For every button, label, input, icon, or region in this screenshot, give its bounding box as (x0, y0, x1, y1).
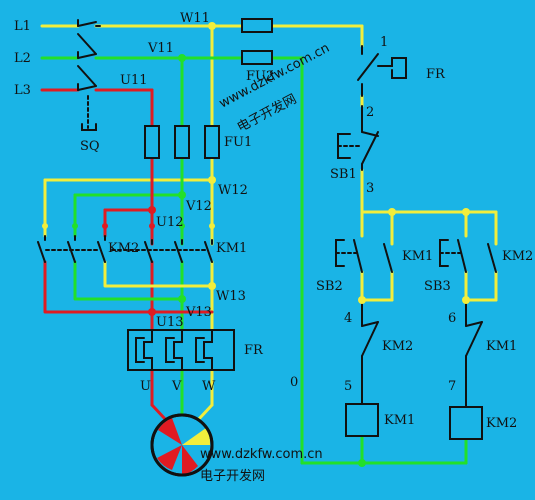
label-node-7: 7 (448, 379, 456, 394)
watermark-url-bottom: www.dzkfw.com.cn (200, 447, 323, 462)
label-l3: L3 (14, 83, 31, 98)
label-node-1: 1 (380, 35, 388, 50)
contact-fr-ctrl (357, 45, 407, 97)
label-fr-ctrl: FR (426, 67, 446, 82)
label-u11: U11 (120, 73, 148, 88)
label-node-3: 3 (366, 181, 374, 196)
wires-phase-v (40, 56, 468, 465)
label-km2-interlock: KM2 (382, 339, 413, 354)
watermark-name-bottom: 电子开发网 (200, 468, 265, 484)
contacts-km1-main (111, 239, 213, 263)
label-km1-main: KM1 (216, 241, 247, 256)
coil-km1 (345, 377, 379, 437)
fuse-fu2 (241, 18, 273, 65)
label-fu2: FU2 (246, 69, 274, 84)
label-sb1: SB1 (330, 167, 357, 182)
circuit-labels: L1 L2 L3 SQ W11 V11 U11 FU2 FU1 W12 V12 … (14, 11, 533, 431)
label-km2-main: KM2 (108, 241, 139, 256)
label-node-4: 4 (344, 311, 352, 326)
contact-km1-interlock (465, 309, 483, 379)
label-v12: V12 (185, 199, 212, 214)
label-km2-hold: KM2 (502, 249, 533, 264)
label-node-6: 6 (448, 311, 456, 326)
button-sb2 (335, 239, 363, 273)
label-node-0: 0 (290, 375, 298, 390)
button-sb1 (337, 105, 379, 171)
label-u12: U12 (156, 215, 184, 230)
label-terminal-w: W (202, 379, 216, 394)
label-terminal-v: V (171, 379, 182, 394)
label-w11: W11 (180, 11, 210, 26)
label-terminal-u: U (140, 379, 151, 394)
label-km1-coil: KM1 (384, 413, 415, 428)
reversal-crossover-wiring (43, 260, 214, 314)
fuse-fu1 (144, 125, 220, 159)
label-fu1: FU1 (224, 135, 252, 150)
label-l1: L1 (14, 19, 31, 34)
label-sq: SQ (80, 139, 100, 154)
label-l2: L2 (14, 51, 31, 66)
contacts-km2-main (37, 235, 106, 263)
label-km2-coil: KM2 (486, 416, 517, 431)
label-sb2: SB2 (316, 279, 343, 294)
label-u13: U13 (156, 315, 184, 330)
contact-km1-hold (383, 243, 393, 273)
label-km1-hold: KM1 (402, 249, 433, 264)
label-node-2: 2 (366, 105, 374, 120)
label-v13: V13 (185, 305, 212, 320)
label-fr-main: FR (244, 343, 264, 358)
junction-dots (42, 22, 470, 467)
contact-km2-hold (487, 243, 497, 273)
thermal-relay-fr-main (127, 329, 235, 371)
motor-m (150, 413, 214, 477)
watermarks: www.dzkfw.com.cn 电子开发网 www.dzkfw.com.cn … (200, 41, 332, 484)
label-node-5: 5 (344, 379, 352, 394)
label-sb3: SB3 (424, 279, 451, 294)
label-v11: V11 (147, 41, 174, 56)
label-km1-interlock: KM1 (486, 339, 517, 354)
label-w13: W13 (216, 289, 246, 304)
contact-km2-interlock (361, 309, 379, 379)
button-sb3 (439, 239, 467, 273)
wires-phase-w (40, 24, 498, 422)
coil-km2 (449, 377, 483, 440)
label-w12: W12 (218, 183, 248, 198)
switch-sq (77, 19, 101, 131)
wires-phase-u (40, 88, 168, 422)
